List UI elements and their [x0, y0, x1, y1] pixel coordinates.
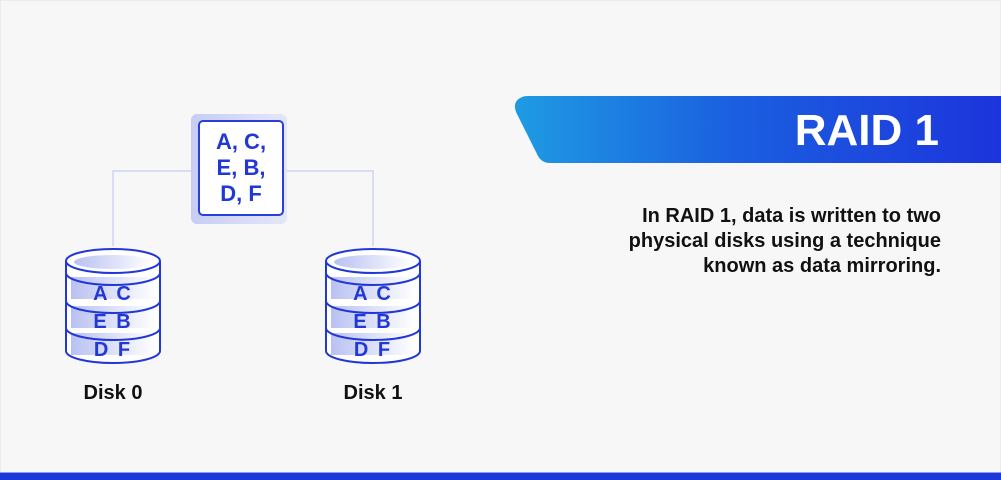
connector-left — [112, 170, 198, 246]
disk-0-icon: A C E B D F — [63, 243, 163, 373]
disk-row: A C — [93, 283, 133, 305]
data-line: D, F — [220, 181, 262, 206]
connector-right — [284, 170, 374, 246]
disk-row: E B — [353, 311, 393, 333]
disk-row: E B — [93, 311, 133, 333]
disk-1-label: Disk 1 — [343, 382, 403, 404]
data-line: A, C, — [215, 129, 267, 154]
data-line: E, B, — [216, 155, 266, 180]
title-banner: RAID 1 — [514, 96, 1001, 163]
bottom-accent-bar — [0, 472, 1001, 480]
disk-row: D F — [353, 339, 393, 361]
disk-1-icon: A C E B D F — [323, 243, 423, 373]
disk-0-label: Disk 0 — [83, 382, 143, 404]
banner-title: RAID 1 — [794, 106, 939, 155]
disk-row: A C — [353, 283, 393, 305]
disk-row: D F — [93, 339, 133, 361]
description-text: In RAID 1, data is written to two physic… — [628, 205, 941, 277]
data-block: A, C, E, B, D, F — [198, 120, 284, 216]
